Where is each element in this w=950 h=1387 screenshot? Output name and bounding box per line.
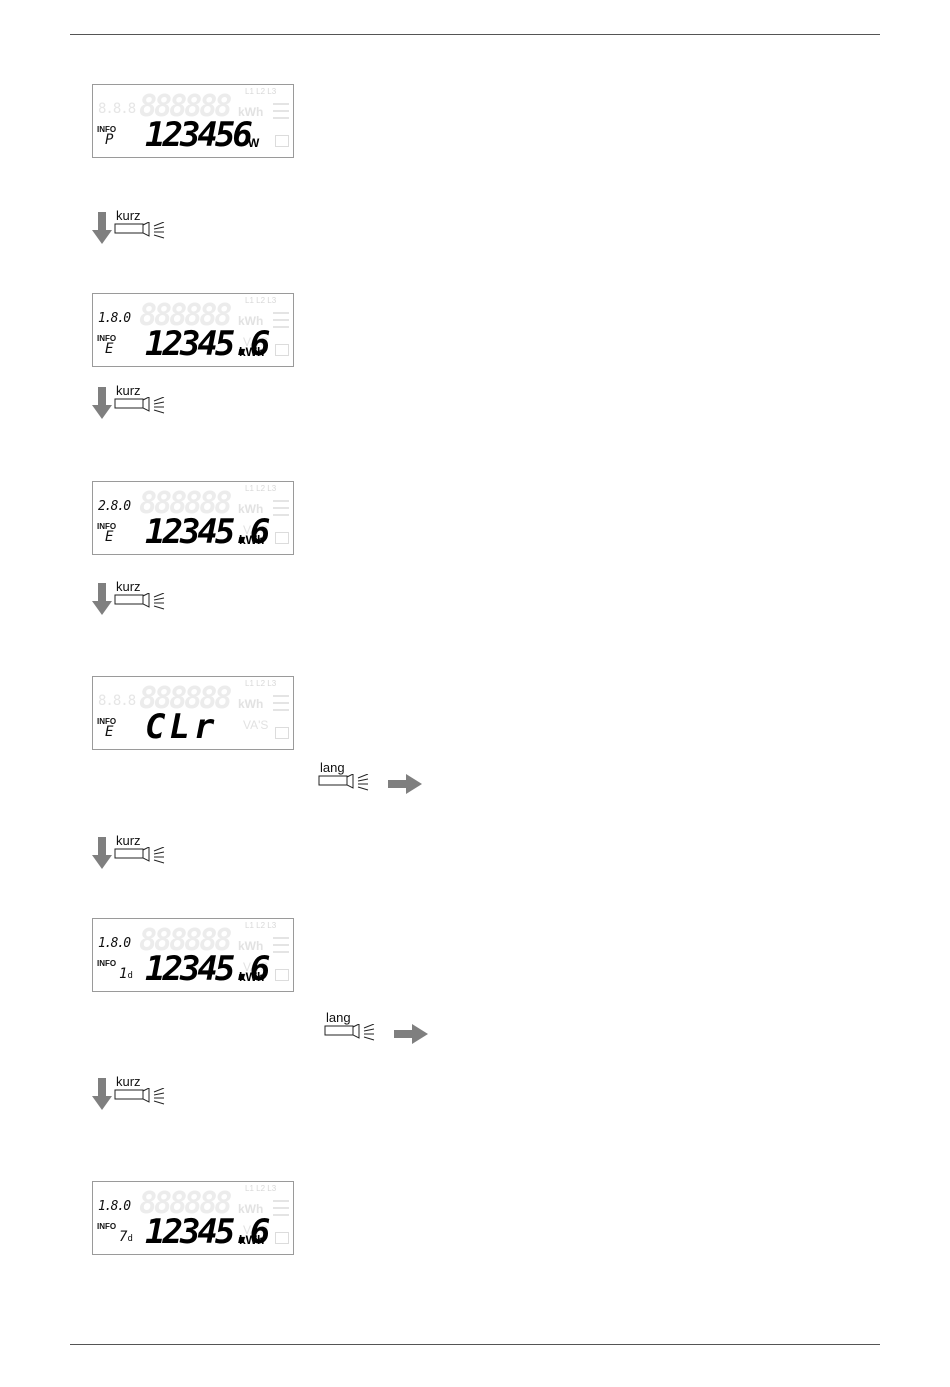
ghost-top-segments: 888888	[139, 1186, 232, 1221]
ghost-unit: kWh	[238, 697, 264, 711]
step-short-press-1: kurz	[90, 208, 180, 246]
down-arrow-icon	[92, 212, 112, 244]
ghost-unit: kWh	[238, 314, 264, 328]
right-arrow-icon	[394, 1024, 428, 1044]
ghost-phase-labels: L1 L2 L3	[245, 484, 277, 493]
lcd-screen-week: 888888 L1 L2 L3 kWh VA'S 1.8.0 INFO 7d 1…	[92, 1181, 294, 1255]
ghost-symbols	[273, 312, 289, 356]
ghost-vas: VA'S	[243, 523, 269, 537]
button-press-icon: kurz	[114, 1074, 174, 1106]
info-label: INFO	[97, 125, 117, 134]
ghost-vas: VA'S	[243, 335, 269, 349]
display-value: 12345.6	[145, 1212, 270, 1252]
register-letter: 7d	[119, 1229, 133, 1245]
info-label: INFO	[97, 959, 117, 968]
display-unit: kWh	[239, 533, 265, 547]
button-press-icon: kurz	[114, 208, 174, 240]
ghost-symbols	[273, 1200, 289, 1244]
register-letter: P	[105, 132, 114, 148]
obis-code: 1.8.0	[98, 311, 131, 326]
register-letter: E	[105, 529, 114, 545]
info-label: INFO	[97, 522, 117, 531]
ghost-top-segments: 888888	[139, 923, 232, 958]
ghost-phase-labels: L1 L2 L3	[245, 921, 277, 930]
ghost-unit: kWh	[238, 502, 264, 516]
ghost-symbols	[273, 103, 289, 147]
display-value: 12345.6	[145, 324, 270, 364]
lcd-screen-export: 888888 L1 L2 L3 kWh VA'S 2.8.0 INFO E 12…	[92, 481, 294, 555]
ghost-phase-labels: L1 L2 L3	[245, 679, 277, 688]
obis-code: 1.8.0	[98, 1199, 131, 1214]
display-value: 123456	[145, 115, 253, 155]
display-unit: kWh	[239, 970, 265, 984]
footer-rule	[70, 1344, 880, 1345]
register-letter: 1d	[119, 966, 133, 982]
ghost-vas: VA'S	[243, 718, 269, 732]
info-label: INFO	[97, 717, 117, 726]
button-press-icon: lang	[324, 1010, 384, 1042]
ghost-phase-labels: L1 L2 L3	[245, 296, 277, 305]
lcd-screen-import: 888888 L1 L2 L3 kWh VA'S 1.8.0 INFO E 12…	[92, 293, 294, 367]
button-press-icon: kurz	[114, 833, 174, 865]
display-unit: W	[248, 136, 260, 150]
ghost-symbols	[273, 937, 289, 981]
header-rule	[70, 34, 880, 35]
lcd-screen-clear: 8.8.8 888888 L1 L2 L3 kWh VA'S INFO E CL…	[92, 676, 294, 750]
ghost-unit: kWh	[238, 105, 264, 119]
ghost-symbols	[273, 500, 289, 544]
ghost-top-segments: 888888	[139, 89, 232, 124]
ghost-code-segments: 8.8.8	[98, 693, 136, 709]
ghost-top-segments: 888888	[139, 681, 232, 716]
info-label: INFO	[97, 1222, 117, 1231]
ghost-phase-labels: L1 L2 L3	[245, 1184, 277, 1193]
button-press-icon: lang	[318, 760, 378, 792]
ghost-top-segments: 888888	[139, 486, 232, 521]
ghost-unit: kWh	[238, 1202, 264, 1216]
down-arrow-icon	[92, 1078, 112, 1110]
ghost-top-segments: 888888	[139, 298, 232, 333]
step-long-press-2: lang	[324, 1010, 444, 1044]
display-unit: kWh	[239, 1233, 265, 1247]
down-arrow-icon	[92, 583, 112, 615]
lcd-screen-power: 8.8.8 888888 L1 L2 L3 kWh INFO P 123456 …	[92, 84, 294, 158]
obis-code: 1.8.0	[98, 936, 131, 951]
step-short-press-2: kurz	[90, 383, 180, 421]
step-short-press-4: kurz	[90, 833, 180, 871]
obis-code: 2.8.0	[98, 499, 131, 514]
button-press-icon: kurz	[114, 579, 174, 611]
right-arrow-icon	[388, 774, 422, 794]
ghost-vas: VA'S	[243, 960, 269, 974]
display-value: 12345.6	[145, 949, 270, 989]
button-press-icon: kurz	[114, 383, 174, 415]
down-arrow-icon	[92, 387, 112, 419]
step-short-press-5: kurz	[90, 1074, 180, 1112]
ghost-phase-labels: L1 L2 L3	[245, 87, 277, 96]
register-letter: E	[105, 341, 114, 357]
display-value: 12345.6	[145, 512, 270, 552]
ghost-symbols	[273, 695, 289, 739]
ghost-unit: kWh	[238, 939, 264, 953]
info-label: INFO	[97, 334, 117, 343]
register-letter: E	[105, 724, 114, 740]
step-short-press-3: kurz	[90, 579, 180, 617]
display-value: CLr	[145, 707, 219, 747]
lcd-screen-day: 888888 L1 L2 L3 kWh VA'S 1.8.0 INFO 1d 1…	[92, 918, 294, 992]
down-arrow-icon	[92, 837, 112, 869]
display-unit: kWh	[239, 345, 265, 359]
ghost-vas: VA'S	[243, 1223, 269, 1237]
step-long-press-1: lang	[318, 760, 438, 794]
ghost-code-segments: 8.8.8	[98, 101, 136, 117]
